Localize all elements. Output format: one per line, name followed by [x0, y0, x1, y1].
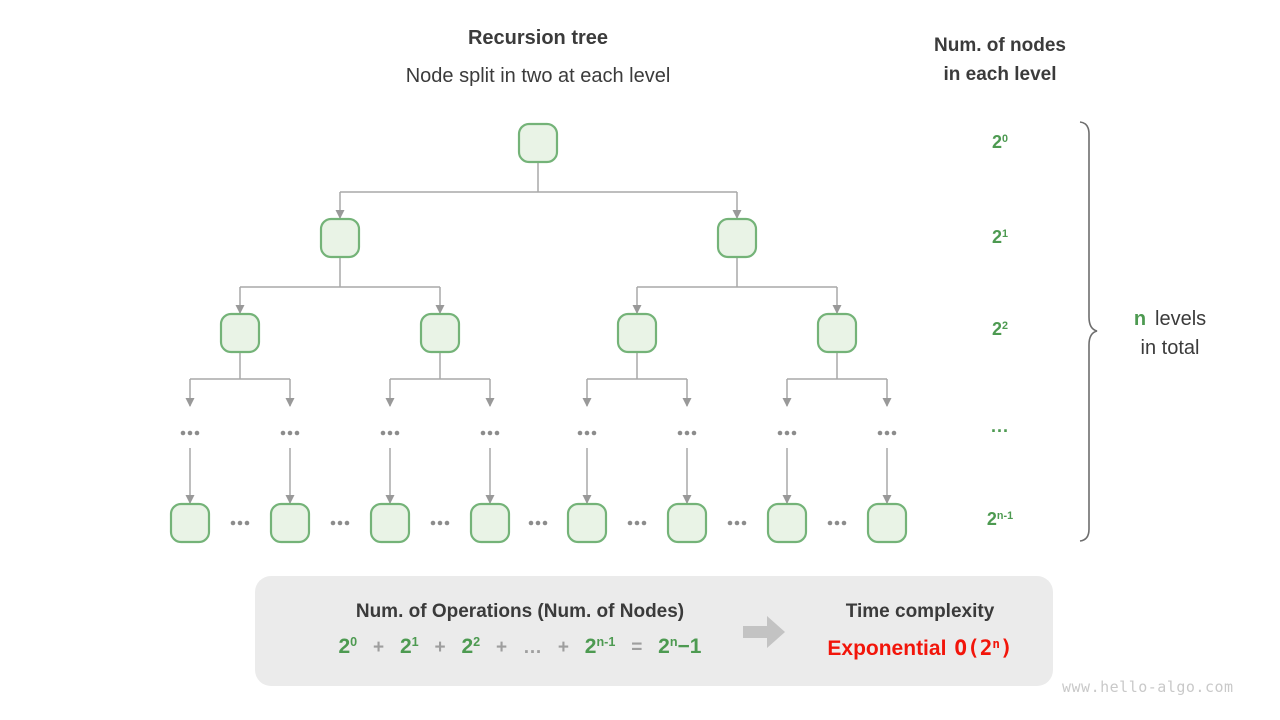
ellipsis-dots	[627, 520, 647, 526]
formula-term-last: 2n-1	[584, 635, 616, 658]
ellipsis-dots	[430, 520, 450, 526]
time-complexity-value: Exponential O(2n)	[810, 636, 1030, 661]
right-arrow-icon	[743, 616, 785, 648]
level-count-2: 22	[991, 319, 1009, 339]
formula-result: 2n−1	[658, 635, 702, 658]
ellipsis-dots	[827, 520, 847, 526]
level-count-1: 21	[991, 227, 1009, 247]
formula-term-2: 22	[461, 635, 481, 658]
complexity-word: Exponential	[827, 637, 947, 660]
big-o-notation: O(2n)	[954, 636, 1013, 660]
ellipsis-dots	[677, 430, 697, 436]
recursion-tree-diagram	[169, 121, 1098, 544]
diagram-subtitle: Node split in two at each level	[405, 65, 671, 87]
ellipsis-dots	[877, 430, 897, 436]
operations-title: Num. of Operations (Num. of Nodes)	[355, 601, 685, 622]
tree-node	[766, 502, 808, 544]
ellipsis-dots	[777, 430, 797, 436]
watermark: www.hello-algo.com	[1062, 678, 1234, 696]
tree-node	[269, 502, 311, 544]
time-complexity-title: Time complexity	[845, 601, 995, 622]
nodes-per-level-header: Num. of nodes in each level	[890, 31, 1110, 89]
operations-formula: 20 + 21 + 22 + … + 2n-1 = 2n−1	[280, 635, 760, 659]
tree-node	[666, 502, 708, 544]
tree-node	[816, 312, 858, 354]
formula-ellipsis: …	[522, 637, 542, 658]
ellipsis-dots	[577, 430, 597, 436]
ellipsis-dots	[380, 430, 400, 436]
plus-sign: +	[434, 637, 446, 658]
nodes-per-level-header-line2: in each level	[943, 64, 1057, 85]
equals-sign: =	[631, 637, 643, 658]
ellipsis-dots	[528, 520, 548, 526]
tree-node	[517, 122, 559, 164]
tree-node	[866, 502, 908, 544]
n-variable: n	[1133, 308, 1147, 330]
ellipsis-dots	[330, 520, 350, 526]
tree-node	[716, 217, 758, 259]
tree-node	[616, 312, 658, 354]
plus-sign: +	[557, 637, 569, 658]
plus-sign: +	[496, 637, 508, 658]
formula-term-1: 21	[399, 635, 419, 658]
tree-node	[169, 502, 211, 544]
ellipsis-dots	[280, 430, 300, 436]
complexity-summary-box: Num. of Operations (Num. of Nodes) 20 + …	[255, 576, 1053, 686]
ellipsis-dots	[727, 520, 747, 526]
tree-node	[369, 502, 411, 544]
ellipsis-dots	[180, 430, 200, 436]
total-levels-line2: in total	[1140, 337, 1200, 359]
tree-connectors	[185, 162, 892, 504]
ellipsis-dots	[230, 520, 250, 526]
level-count-0: 20	[991, 132, 1009, 152]
plus-sign: +	[373, 637, 385, 658]
tree-node	[219, 312, 261, 354]
tree-nodes	[169, 122, 908, 544]
tree-node	[469, 502, 511, 544]
level-count-ellipsis: ...	[990, 416, 1009, 436]
level-count-n-1: 2n-1	[986, 509, 1014, 529]
nodes-per-level-header-line1: Num. of nodes	[934, 35, 1066, 56]
curly-brace-icon	[1079, 121, 1098, 542]
ellipsis-dots	[480, 430, 500, 436]
formula-term-0: 20	[338, 635, 358, 658]
tree-node	[419, 312, 461, 354]
diagram-title: Recursion tree	[467, 27, 609, 49]
tree-node	[319, 217, 361, 259]
tree-node	[566, 502, 608, 544]
tree-ellipsis-dots	[180, 430, 897, 526]
